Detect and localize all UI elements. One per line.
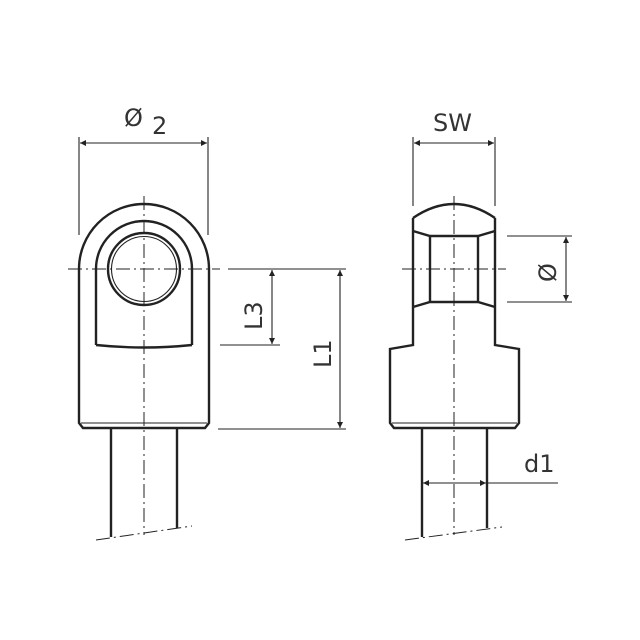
bore-diameter-label: Ø: [534, 263, 562, 282]
hex-side-view: SW Ø d1: [388, 109, 572, 541]
dia2-index: 2: [152, 112, 167, 140]
L1-label: L1: [309, 339, 337, 368]
body-contour: [388, 307, 521, 430]
eye-outer-contour: [77, 202, 211, 430]
L3-label: L3: [240, 301, 268, 330]
eye-end-front-view: Ø 2 L3 L1: [68, 104, 346, 541]
SW-label: SW: [433, 109, 472, 137]
dia2-symbol: Ø: [124, 104, 143, 132]
d1-label: d1: [524, 450, 555, 478]
hex-upper-chamfer: [412, 229, 496, 238]
